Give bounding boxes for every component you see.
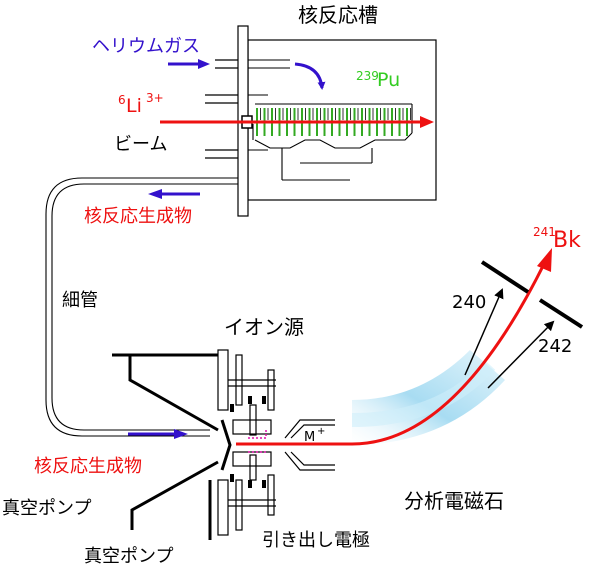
products-label-bottom: 核反応生成物 (34, 456, 142, 477)
bk-label: 241 Bk (533, 225, 581, 253)
svg-text:Li: Li (126, 95, 142, 117)
svg-text:241: 241 (533, 225, 556, 239)
vacuum-pump-label-1: 真空ポンプ (2, 498, 91, 519)
products-flow-arrow-top (148, 189, 200, 199)
analyzing-magnet-label: 分析電磁石 (404, 489, 504, 513)
detector-slits (480, 260, 584, 329)
svg-text:Pu: Pu (377, 69, 400, 91)
beam-label: ビーム (114, 134, 167, 155)
gas-flow-arrow (294, 62, 326, 90)
inlet-pipes (205, 59, 238, 159)
svg-text:+: + (317, 426, 325, 437)
capillary-label: 細管 (62, 290, 98, 311)
mass-242-label: 242 (538, 336, 572, 357)
svg-text:6: 6 (118, 93, 126, 107)
li-beam (160, 116, 434, 128)
reactor-title: 核反応槽 (298, 3, 378, 27)
ion-beam (236, 248, 552, 446)
capillary-tube (45, 177, 238, 437)
target-housing (252, 103, 413, 181)
pu-target-label: 239 Pu (356, 69, 400, 91)
mass-240-label: 240 (452, 292, 486, 313)
extraction-electrode-label: 引き出し電極 (262, 530, 370, 551)
m-ion-label: M + (304, 426, 325, 445)
mass-branch-arrows (464, 288, 555, 389)
helium-gas-label: ヘリウムガス (92, 36, 200, 57)
ion-source-label: イオン源 (224, 315, 304, 339)
einzel-lens (284, 419, 335, 471)
ion-source (112, 349, 335, 540)
svg-text:M: M (304, 430, 315, 445)
li-ion-label: 6 Li 3+ (118, 91, 164, 117)
products-flow-arrow-bottom (128, 429, 188, 439)
svg-text:3+: 3+ (146, 91, 164, 105)
helium-gas-arrow (168, 59, 210, 69)
svg-text:239: 239 (356, 69, 379, 83)
vacuum-pump-label-2: 真空ポンプ (84, 546, 173, 567)
svg-text:Bk: Bk (553, 228, 581, 253)
vacuum-pump-walls (112, 353, 219, 540)
products-label-top: 核反応生成物 (84, 206, 192, 227)
